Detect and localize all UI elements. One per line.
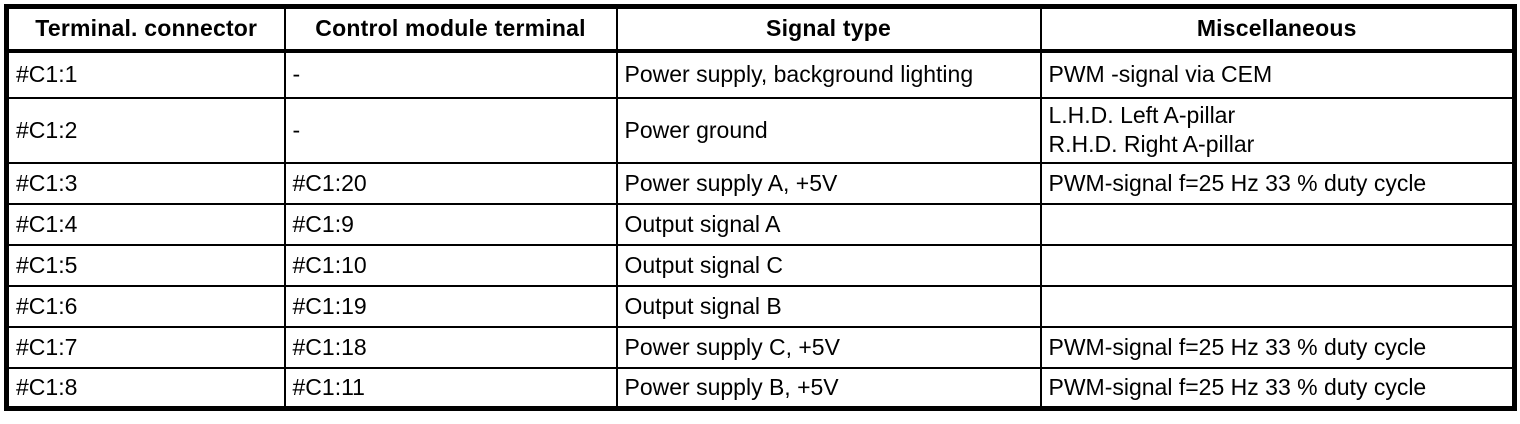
table-row: #C1:2 - Power ground L.H.D. Left A-pilla… [5,97,1516,164]
cell-miscellaneous: PWM -signal via CEM [1039,50,1516,99]
cell-signal-type: Power ground [615,97,1042,164]
cell-terminal-connector: #C1:6 [5,284,286,328]
table-row: #C1:4 #C1:9 Output signal A [5,202,1516,246]
cell-terminal-connector: #C1:8 [5,366,286,410]
table-row: #C1:1 - Power supply, background lightin… [5,50,1516,99]
table-body: #C1:1 - Power supply, background lightin… [5,50,1516,410]
cell-control-module-terminal: #C1:9 [283,202,618,246]
cell-miscellaneous: L.H.D. Left A-pillar R.H.D. Right A-pill… [1039,97,1516,164]
table-row: #C1:8 #C1:11 Power supply B, +5V PWM-sig… [5,366,1516,410]
cell-signal-type: Power supply, background lighting [615,50,1042,99]
cell-signal-type: Power supply B, +5V [615,366,1042,410]
cell-miscellaneous [1039,202,1516,246]
cell-miscellaneous [1039,284,1516,328]
table-header: Terminal. connector Control module termi… [5,5,1516,53]
cell-signal-type: Output signal B [615,284,1042,328]
cell-control-module-terminal: - [283,50,618,99]
cell-signal-type: Power supply C, +5V [615,325,1042,369]
cell-signal-type: Output signal C [615,243,1042,287]
cell-terminal-connector: #C1:7 [5,325,286,369]
column-header-miscellaneous: Miscellaneous [1039,5,1516,53]
cell-control-module-terminal: #C1:18 [283,325,618,369]
table-row: #C1:3 #C1:20 Power supply A, +5V PWM-sig… [5,161,1516,205]
cell-miscellaneous: PWM-signal f=25 Hz 33 % duty cycle [1039,161,1516,205]
cell-terminal-connector: #C1:2 [5,97,286,164]
cell-terminal-connector: #C1:3 [5,161,286,205]
cell-control-module-terminal: #C1:10 [283,243,618,287]
table-row: #C1:7 #C1:18 Power supply C, +5V PWM-sig… [5,325,1516,369]
column-header-terminal-connector: Terminal. connector [5,5,286,53]
cell-control-module-terminal: - [283,97,618,164]
cell-terminal-connector: #C1:5 [5,243,286,287]
cell-signal-type: Output signal A [615,202,1042,246]
cell-miscellaneous [1039,243,1516,287]
cell-terminal-connector: #C1:1 [5,50,286,99]
cell-control-module-terminal: #C1:11 [283,366,618,410]
table-row: #C1:6 #C1:19 Output signal B [5,284,1516,328]
column-header-signal-type: Signal type [615,5,1042,53]
terminal-pinout-table: Terminal. connector Control module termi… [4,4,1517,412]
table-row: #C1:5 #C1:10 Output signal C [5,243,1516,287]
column-header-control-module-terminal: Control module terminal [283,5,618,53]
cell-miscellaneous: PWM-signal f=25 Hz 33 % duty cycle [1039,366,1516,410]
header-row: Terminal. connector Control module termi… [5,5,1516,53]
cell-miscellaneous: PWM-signal f=25 Hz 33 % duty cycle [1039,325,1516,369]
cell-signal-type: Power supply A, +5V [615,161,1042,205]
cell-control-module-terminal: #C1:20 [283,161,618,205]
cell-terminal-connector: #C1:4 [5,202,286,246]
cell-control-module-terminal: #C1:19 [283,284,618,328]
